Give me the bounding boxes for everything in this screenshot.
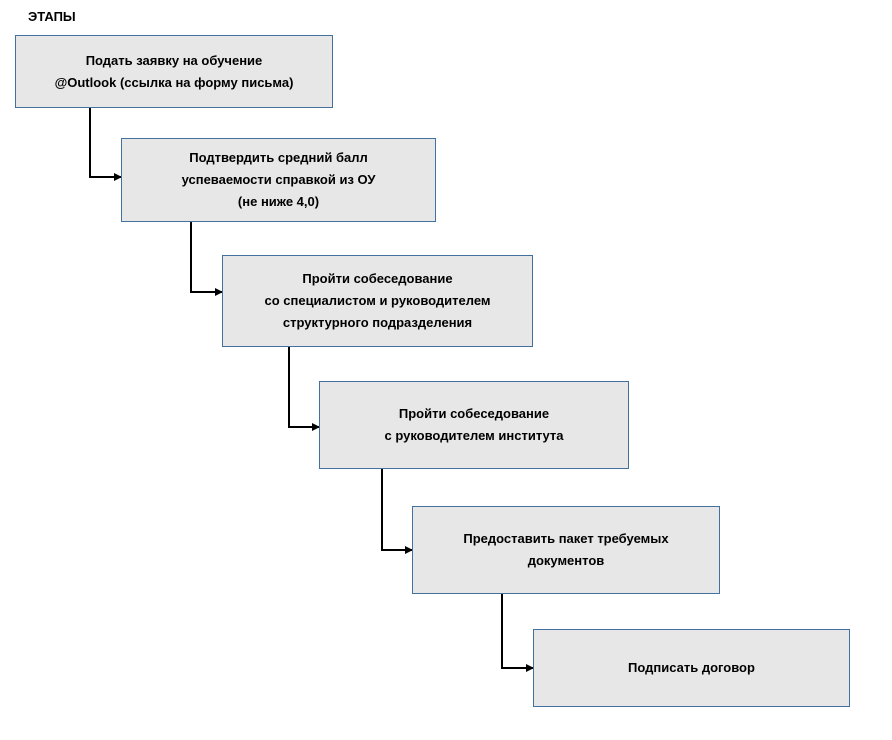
step-label: Пройти собеседование со специалистом и р… xyxy=(264,271,491,330)
step-provide-documents: Предоставить пакет требуемых документов xyxy=(412,506,720,594)
step-label: Пройти собеседование с руководителем инс… xyxy=(384,406,564,443)
step-confirm-gpa: Подтвердить средний балл успеваемости сп… xyxy=(121,138,436,222)
connector-arrow-2 xyxy=(190,222,223,296)
connector-arrow-4 xyxy=(381,469,413,554)
step-label: Предоставить пакет требуемых документов xyxy=(463,531,669,568)
step-interview-director: Пройти собеседование с руководителем инс… xyxy=(319,381,629,469)
diagram-title: ЭТАПЫ xyxy=(28,9,76,24)
step-label: Подписать договор xyxy=(628,660,755,675)
connector-arrow-5 xyxy=(501,594,534,672)
connector-arrow-3 xyxy=(288,347,320,431)
step-interview-specialist: Пройти собеседование со специалистом и р… xyxy=(222,255,533,347)
step-label: Подать заявку на обучение @Outlook (ссыл… xyxy=(54,52,294,90)
step-sign-contract: Подписать договор xyxy=(533,629,850,707)
step-submit-application: Подать заявку на обучение @Outlook (ссыл… xyxy=(15,35,333,108)
connector-arrow-1 xyxy=(89,108,122,181)
step-label: Подтвердить средний балл успеваемости сп… xyxy=(181,150,376,209)
